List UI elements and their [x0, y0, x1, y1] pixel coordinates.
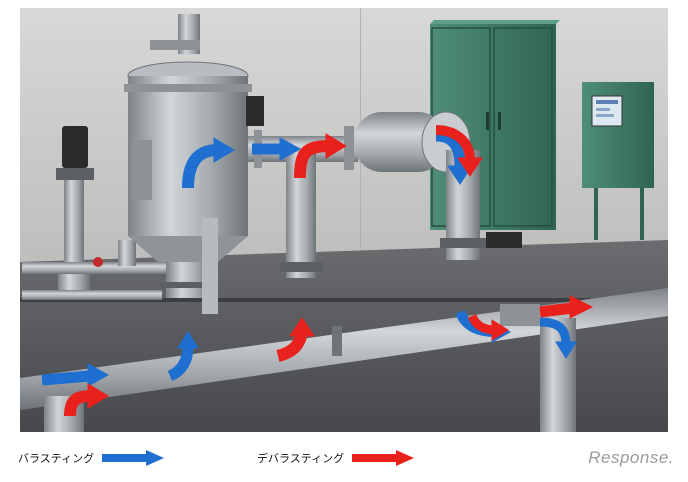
pump [56, 126, 94, 290]
ballast-water-system-diagram [20, 8, 668, 432]
red-valve-handle [93, 257, 103, 267]
red-arrow-riser-up [294, 140, 331, 179]
deballasting-flow-arrows [64, 125, 594, 417]
legend-deballasting: デバラスティング [257, 448, 415, 468]
control-panel [582, 82, 654, 240]
red-arrow-icon [352, 450, 415, 466]
blue-arrow-reflection [167, 345, 194, 382]
red-arrow-horizontal-right [539, 302, 573, 318]
lower-pipe [20, 288, 668, 432]
legend-ballasting: バラスティング [18, 448, 165, 468]
legend-deballasting-label: デバラスティング [257, 452, 345, 465]
red-arrow-elbow [435, 125, 475, 161]
support-post [202, 218, 218, 314]
blue-arrow-lower-left [41, 370, 91, 386]
floor-front-edge [20, 298, 668, 302]
blue-arrow-tank-out [182, 144, 219, 189]
blue-arrow-elbow-down [435, 130, 466, 169]
left-low-piping [22, 240, 172, 300]
legend-ballasting-label: バラスティング [18, 452, 95, 465]
blue-arrow-vertical-down [539, 317, 571, 345]
blue-arrow-icon [102, 450, 165, 466]
response-logo: Response. [588, 448, 674, 467]
